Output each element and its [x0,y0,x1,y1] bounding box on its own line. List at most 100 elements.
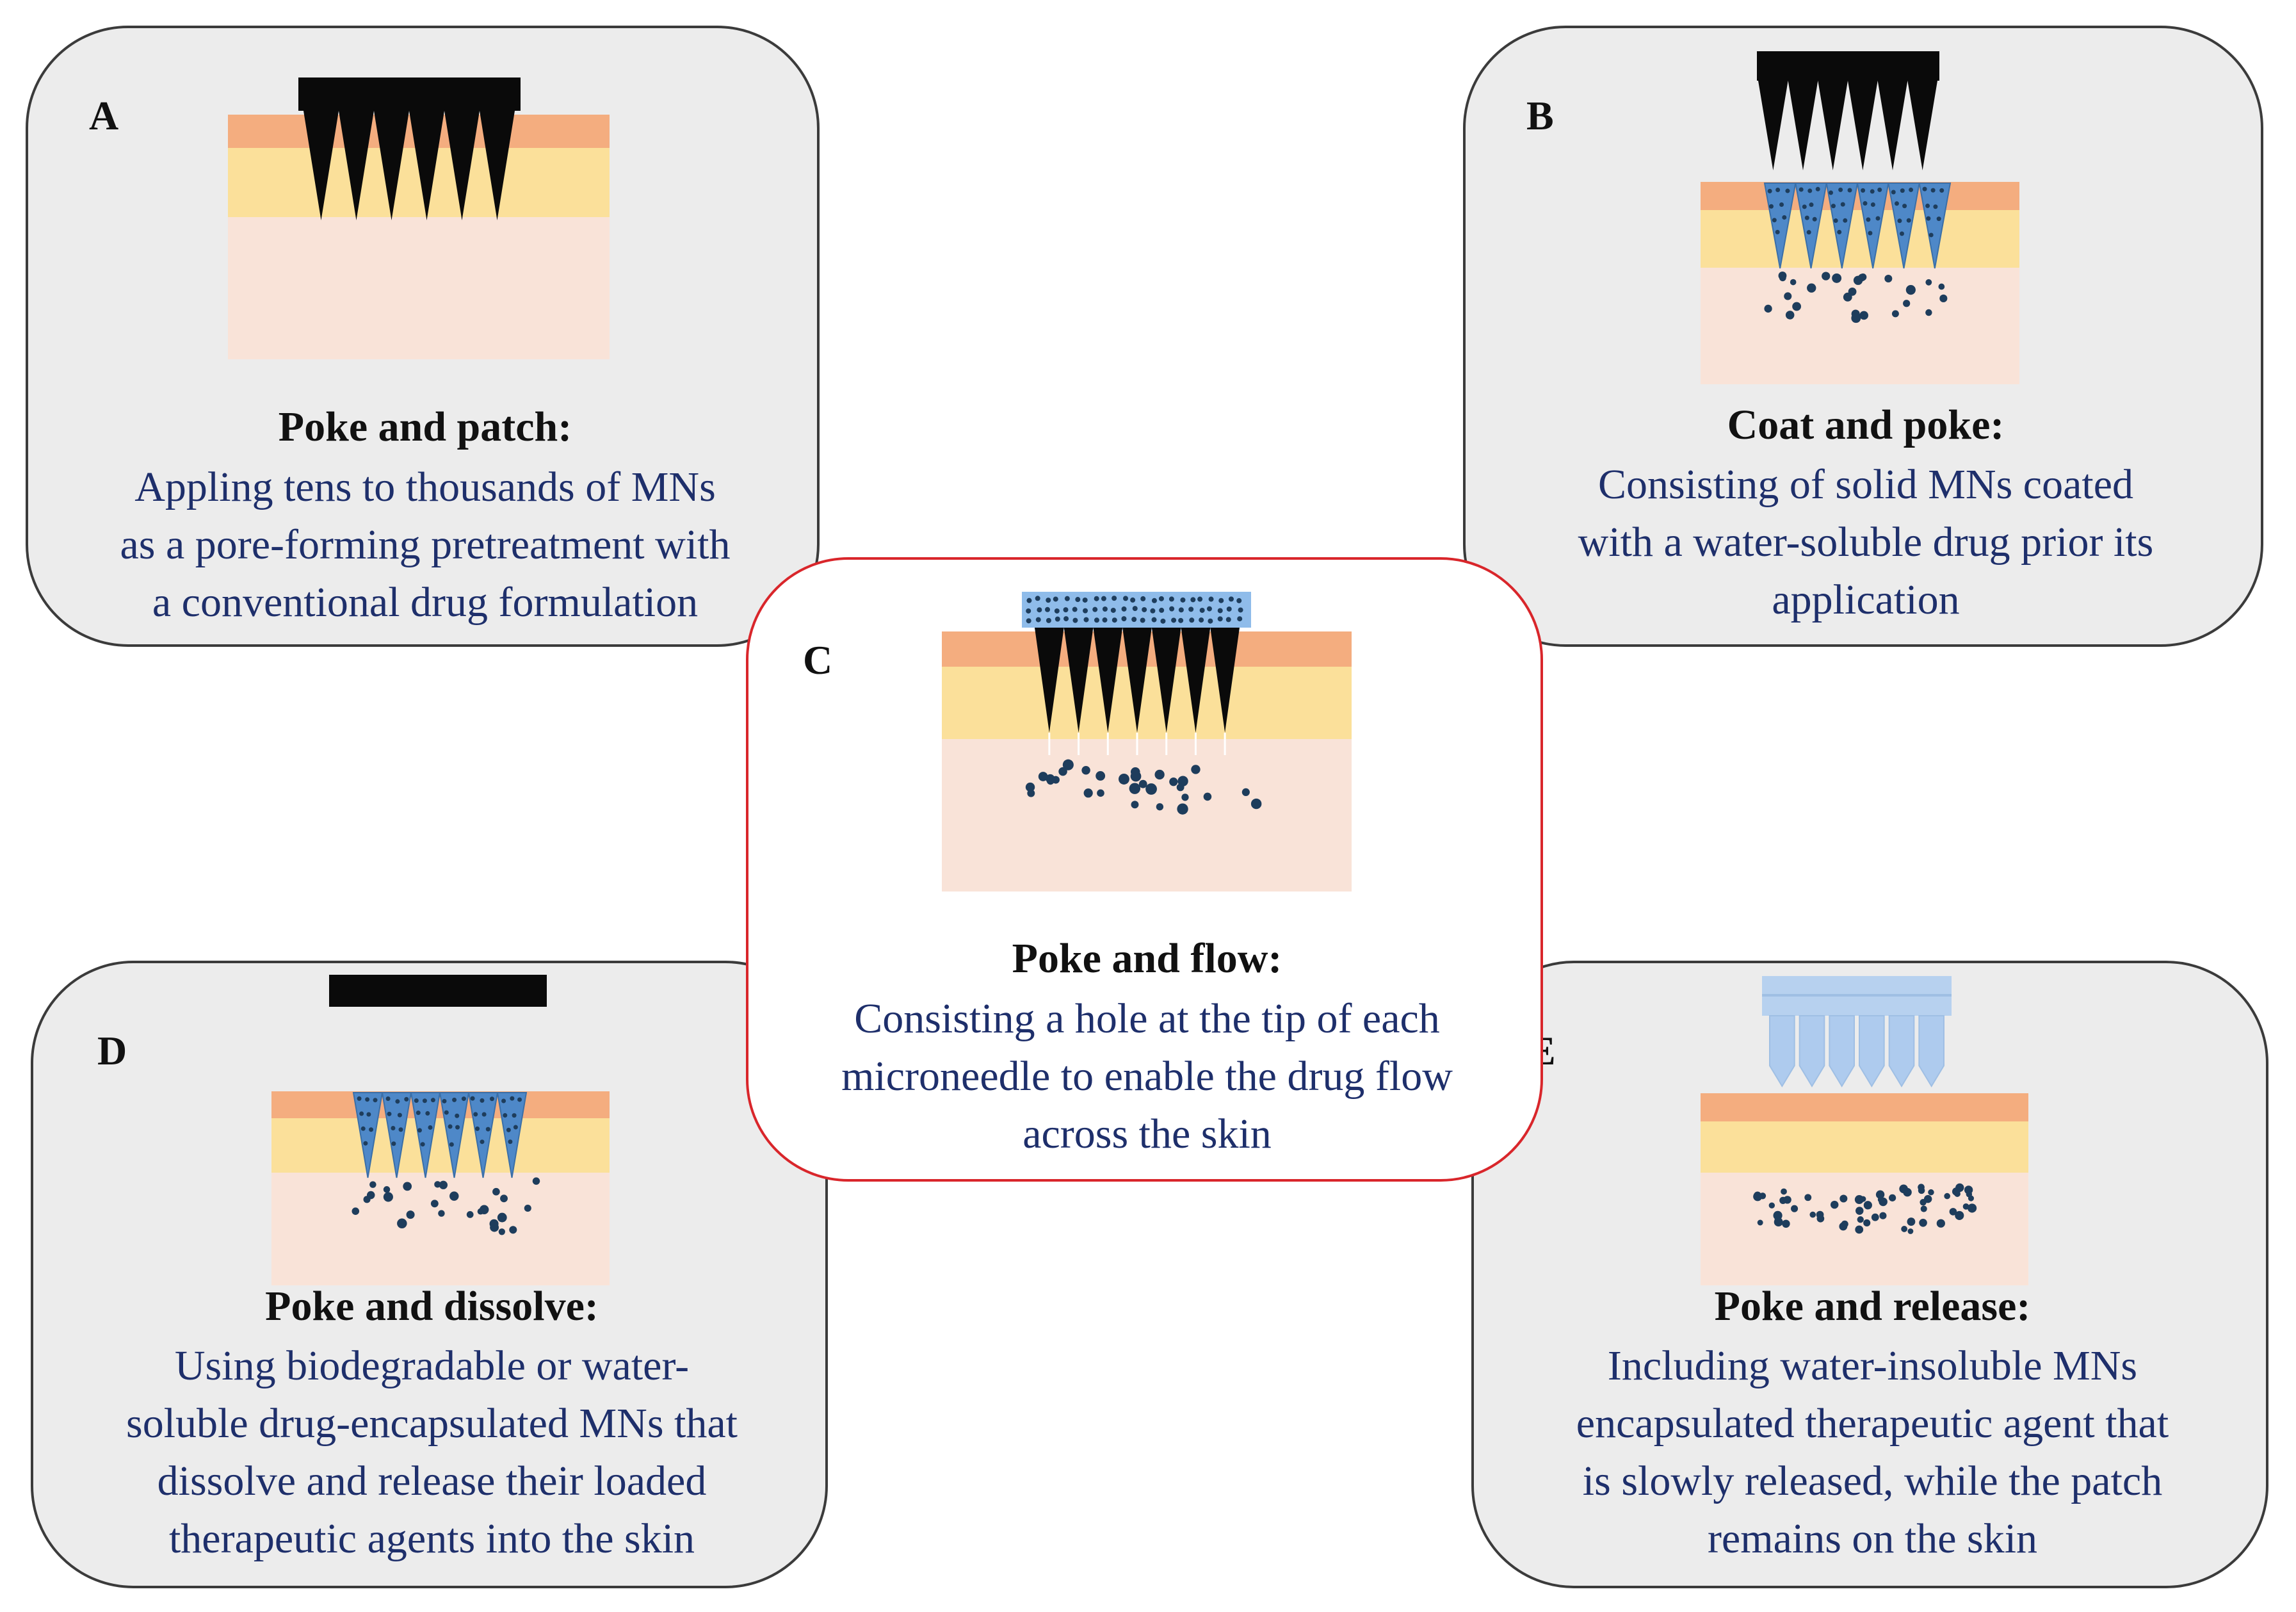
drug-particle [1102,617,1108,623]
drug-particle [1851,313,1861,323]
drug-particle [1939,294,1948,303]
microneedle [1907,81,1937,170]
drug-particle [1907,1228,1914,1234]
microneedle [1758,81,1788,170]
drug-particle [492,1187,500,1196]
drug-particle [1909,187,1914,192]
drug-particle [1785,311,1795,320]
drug-particle [383,1186,391,1193]
drug-particle [473,1112,478,1117]
drug-particle [439,1180,448,1189]
drug-particle [1081,766,1090,775]
drug-particle [1920,1199,1927,1206]
drug-particle [1775,229,1780,234]
drug-particle [1877,187,1882,192]
drug-particle [1026,608,1031,614]
drug-particle [461,1096,466,1102]
drug-particle [1121,606,1127,612]
drug-particle [1083,788,1093,798]
microneedle [374,111,409,220]
drug-particle [398,1127,403,1132]
drug-particle [1857,1216,1864,1223]
released-drug-particles [352,1177,540,1235]
drug-particle [1190,597,1196,603]
drug-particle [1094,617,1099,623]
panel-d-line-3: dissolve and release their loaded [157,1458,707,1504]
drug-particle [1831,1200,1839,1209]
drug-particle [1228,596,1234,602]
drug-particle [1928,232,1934,238]
drug-particle [1092,607,1098,612]
drug-particle [1783,1196,1791,1204]
drug-particle [1899,1184,1908,1194]
panel-d-description: Using biodegradable or water- soluble dr… [33,1337,830,1568]
panel-d-line-2: soluble drug-encapsulated MNs that [126,1400,738,1447]
drug-particle [1901,1226,1908,1232]
microneedle [303,111,339,220]
drug-particle [1140,596,1146,601]
microneedle [1877,81,1908,170]
drug-particle [1871,1213,1879,1221]
microneedle [1859,1015,1885,1087]
drug-particle [1855,1207,1864,1215]
drug-particle [1101,596,1106,601]
dissolving-microneedles [352,1092,528,1178]
drug-particle [1237,616,1243,622]
drug-particle [1130,770,1142,782]
microneedle [1035,628,1064,733]
panel-b: B Coat and poke: Consisting of solid MNs… [1463,26,2263,647]
drug-particle [1132,606,1138,612]
drug-particle [395,1099,400,1104]
skin-hypodermis [1701,266,2019,384]
drug-particle [1930,188,1936,193]
drug-particle [1083,608,1088,614]
drug-particle [1764,304,1772,313]
microneedle [1063,628,1094,733]
panel-b-illustration [1701,51,2019,384]
drug-particle [517,1097,522,1102]
drug-particle [1944,1193,1950,1200]
drug-particle [404,1096,409,1102]
drug-particle [391,1141,396,1146]
drug-particle [1178,617,1184,623]
drug-particle [1062,759,1074,770]
drug-particle [1055,616,1060,622]
drug-particle [1102,607,1108,612]
microneedle [1888,1015,1915,1087]
drug-particle [1121,616,1127,622]
drug-particle [1199,607,1205,613]
panel-c-line-2: microneedle to enable the drug flow [841,1053,1453,1100]
drug-particle [1875,1190,1885,1199]
drug-particle [1160,618,1166,624]
panel-d-title: Poke and dissolve: [265,1283,599,1330]
panel-a-letter: A [89,93,119,138]
drug-particle [1064,596,1070,601]
drug-particle [481,1112,487,1117]
drug-particle [1832,273,1842,283]
microneedle [1829,1015,1855,1087]
panel-c-line-1: Consisting a hole at the tip of each [854,995,1440,1042]
microneedle [1918,1015,1944,1087]
drug-particle [501,1098,506,1103]
drug-particle [1130,597,1136,603]
drug-particle [1782,1219,1790,1228]
drug-particle [1955,1210,1964,1220]
drug-particle [1863,1201,1872,1210]
panel-c-line-3: across the skin [1023,1111,1272,1157]
drug-particle [1884,275,1893,283]
drug-particle [1919,1219,1927,1227]
drug-particle [406,1210,415,1219]
panel-c-title: Poke and flow: [1012,935,1282,982]
drug-particle [1053,596,1058,602]
panel-a: A Poke and patch: Appling tens to thousa… [26,26,820,647]
drug-particle [1894,201,1899,206]
drug-particle [1829,190,1834,195]
drug-particle [1925,309,1932,316]
drug-particle [1858,273,1866,282]
drug-particle [397,1218,407,1229]
panel-e: E Poke and release: Including water-inso… [1471,961,2268,1588]
drug-particle [1208,596,1214,602]
panel-b-line-1: Consisting of solid MNs coated [1598,461,2133,508]
drug-particle [1807,188,1813,193]
panel-a-description: Appling tens to thousands of MNs as a po… [28,459,822,631]
